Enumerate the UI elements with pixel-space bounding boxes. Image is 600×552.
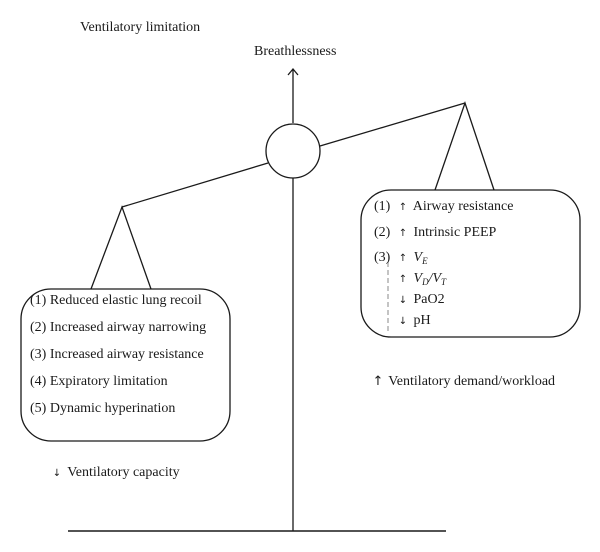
separator: / <box>428 271 433 286</box>
left-item-number: (5) <box>30 401 47 416</box>
left-item-text: Expiratory limitation <box>49 374 168 389</box>
diagram-title: Ventilatory limitation <box>80 20 201 35</box>
left-item-text: Dynamic hyperination <box>49 401 176 416</box>
ventilatory-capacity-caption: ↓ Ventilatory capacity <box>50 465 180 482</box>
up-arrow-icon: ↑ <box>398 253 408 264</box>
left-hanger <box>90 205 152 290</box>
left-item-text: Increased airway narrowing <box>49 320 207 335</box>
left-item: (5) Dynamic hyperination <box>30 401 175 417</box>
right-hanger <box>434 100 495 191</box>
right-item-number: (2) <box>374 225 391 240</box>
variable: V <box>413 271 423 286</box>
pivot-circle <box>265 123 321 179</box>
left-item-text: Increased airway resistance <box>49 347 204 362</box>
dead-space-ratio-symbol: VD/VT <box>413 271 447 287</box>
breathlessness-label: Breathlessness <box>254 44 337 59</box>
right-item: (1) ↑ Airway resistance <box>374 199 513 216</box>
caption-text: Ventilatory capacity <box>67 465 180 480</box>
up-arrow-icon: ↑ <box>372 374 384 389</box>
left-item-number: (2) <box>30 320 47 335</box>
right-item: (3) ↑ VE <box>374 250 428 267</box>
left-item: (1) Reduced elastic lung recoil <box>30 293 202 309</box>
ventilatory-demand-caption: ↑ Ventilatory demand/workload <box>371 374 556 390</box>
left-item: (2) Increased airway narrowing <box>30 320 206 336</box>
right-item: (2) ↑ Intrinsic PEEP <box>374 225 496 242</box>
subscript: D <box>422 277 429 287</box>
right-item-number: (3) <box>374 250 391 265</box>
variable: V <box>413 250 423 265</box>
right-item-number: (1) <box>374 199 391 214</box>
left-item: (3) Increased airway resistance <box>30 347 204 363</box>
left-beam <box>121 162 269 208</box>
up-arrow-icon: ↑ <box>398 274 408 285</box>
right-item: ↑ VD/VT <box>374 271 446 288</box>
down-arrow-icon: ↓ <box>398 316 408 327</box>
left-item-number: (3) <box>30 347 47 362</box>
up-arrow-icon: ↑ <box>398 202 408 213</box>
right-item-text: Intrinsic PEEP <box>413 225 497 240</box>
variable: V <box>432 271 442 286</box>
right-item: ↓ PaO2 <box>374 292 445 309</box>
right-pan-box <box>360 189 581 338</box>
minute-ventilation-symbol: VE <box>413 250 428 266</box>
down-arrow-icon: ↓ <box>398 295 408 306</box>
right-item-text: pH <box>413 313 431 328</box>
right-beam <box>319 102 466 147</box>
caption-text: Ventilatory demand/workload <box>388 374 556 389</box>
left-item-text: Reduced elastic lung recoil <box>49 293 202 308</box>
subscript: E <box>422 256 428 266</box>
left-item-number: (1) <box>30 293 47 308</box>
right-item-text: PaO2 <box>413 292 445 307</box>
right-item-text: Airway resistance <box>412 199 514 214</box>
left-item-number: (4) <box>30 374 47 389</box>
up-arrow-icon: ↑ <box>398 228 408 239</box>
breathlessness-arrowhead <box>287 67 299 76</box>
right-item: ↓ pH <box>374 313 431 330</box>
subscript: T <box>441 277 447 287</box>
left-pan-box <box>20 288 231 442</box>
down-arrow-icon: ↓ <box>52 468 62 479</box>
left-item: (4) Expiratory limitation <box>30 374 168 390</box>
